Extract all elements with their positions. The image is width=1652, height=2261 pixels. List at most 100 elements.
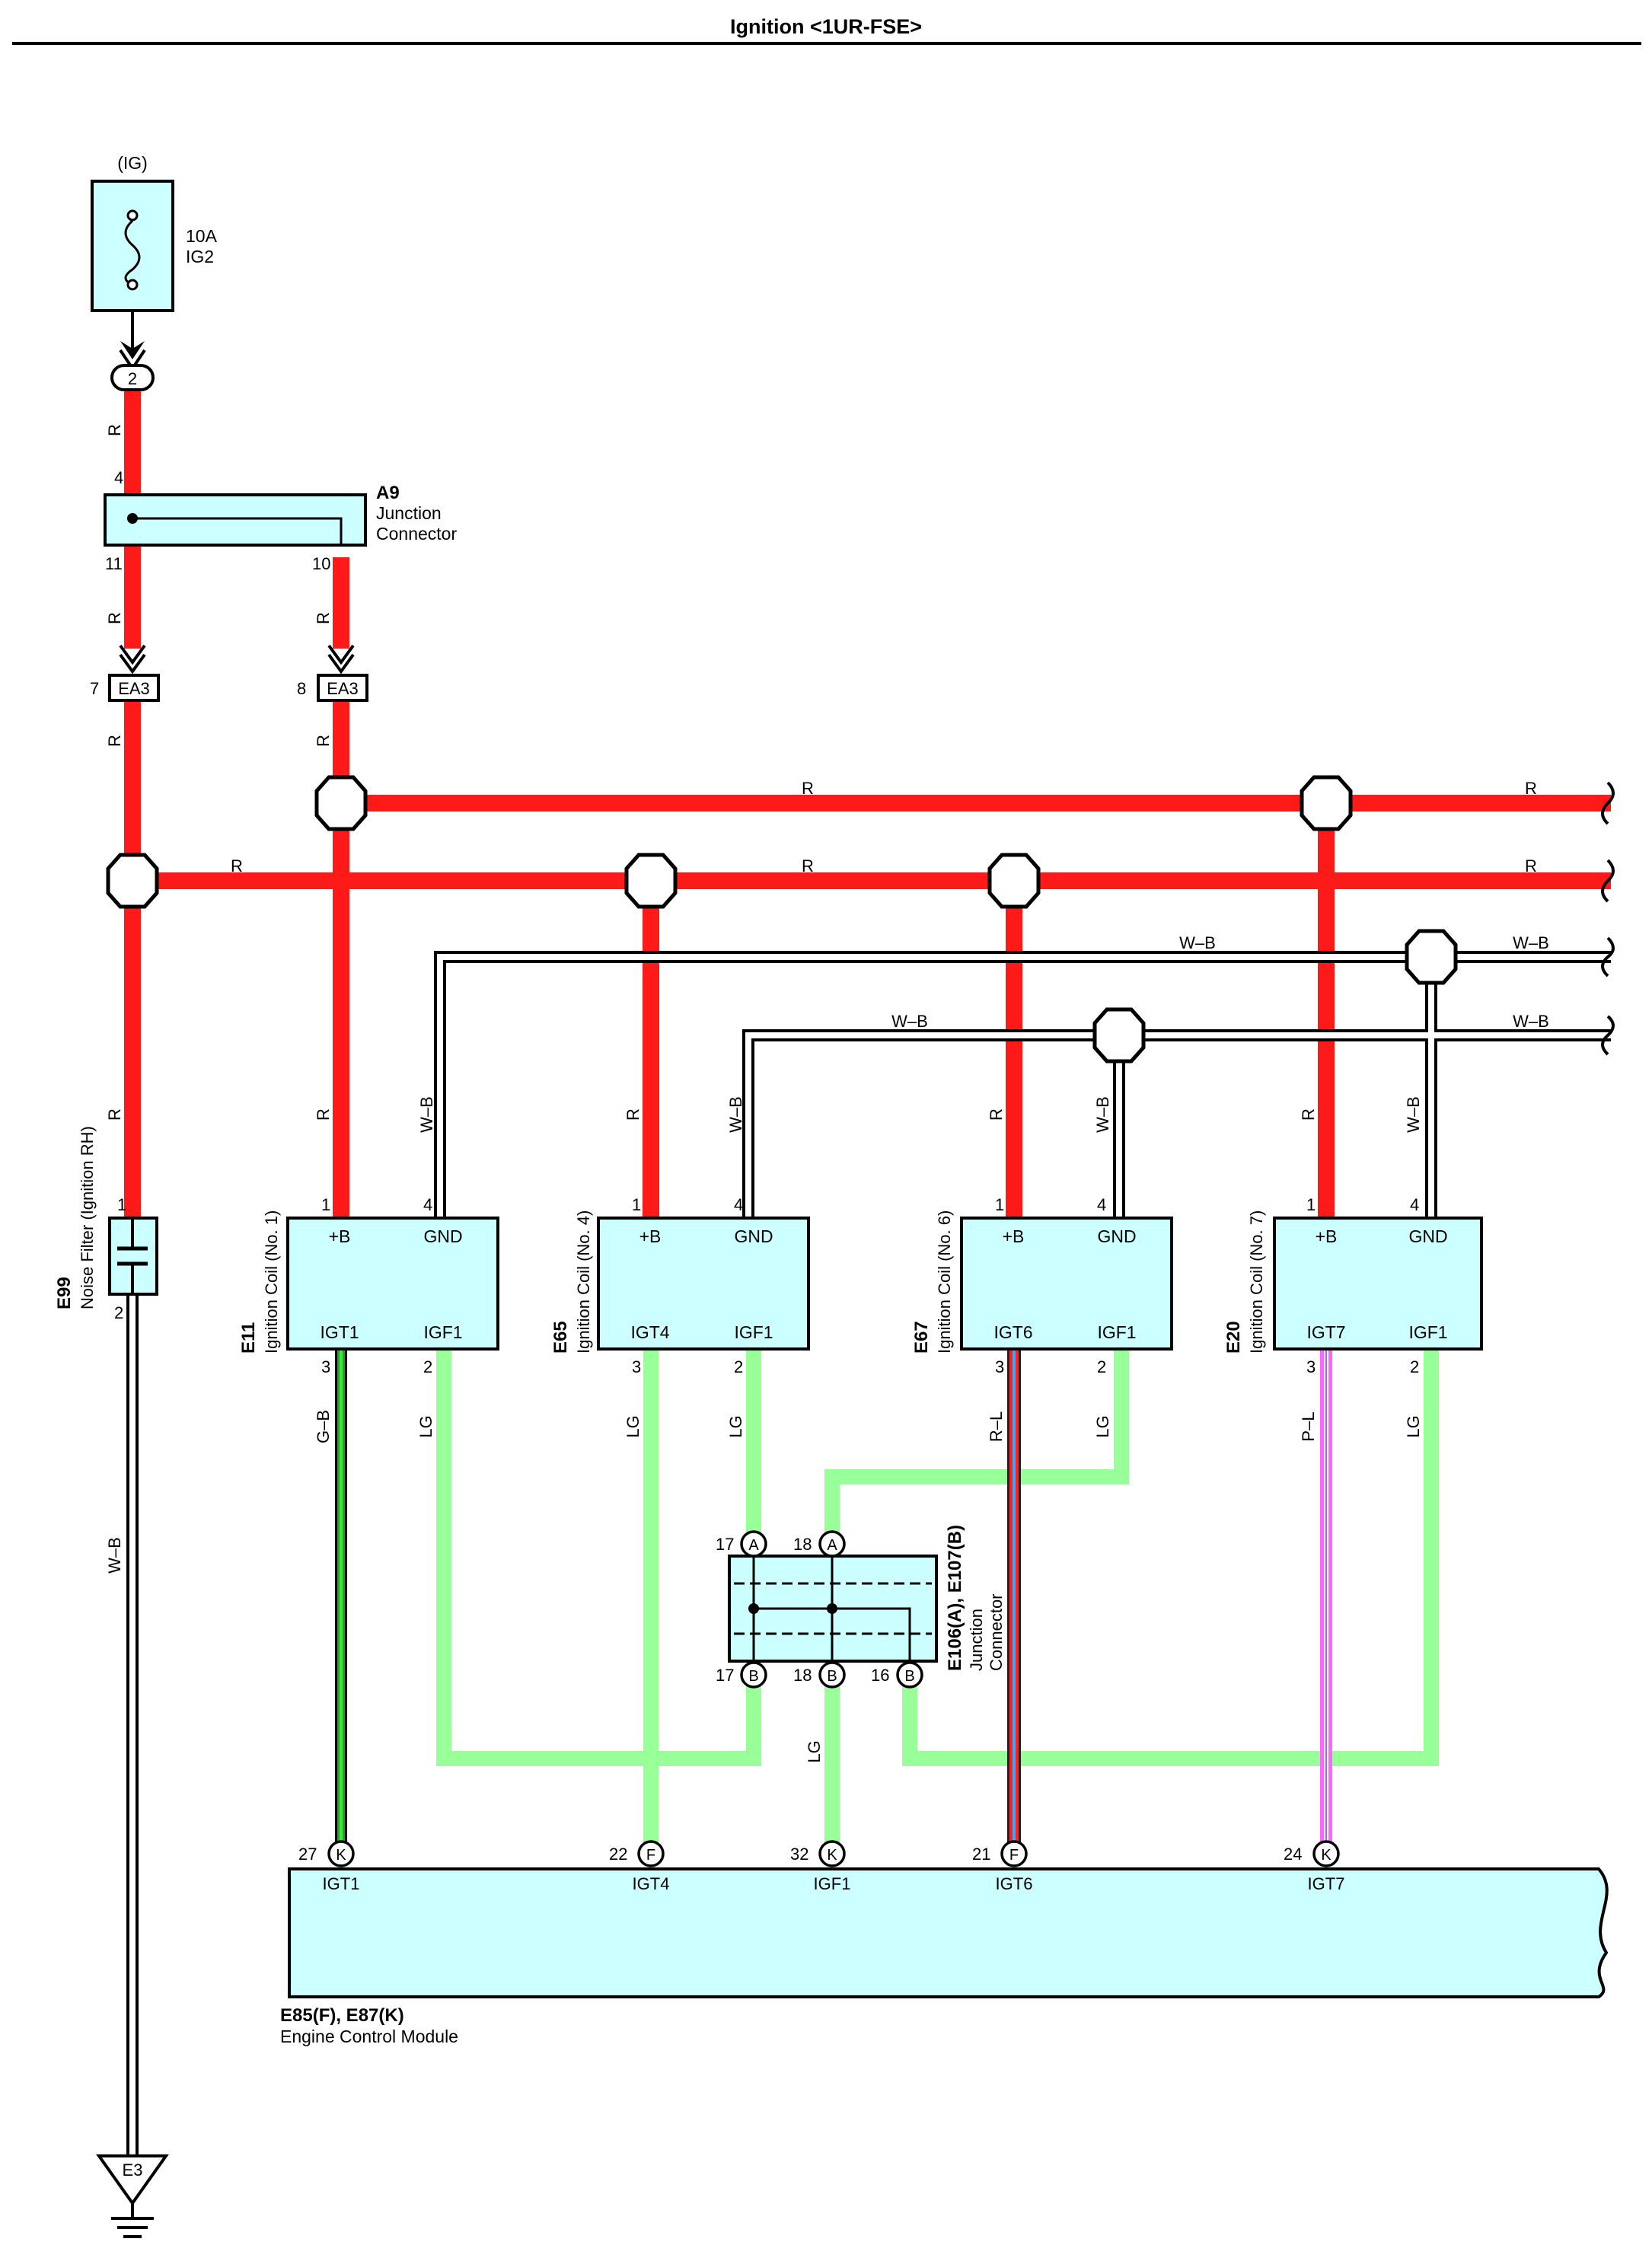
svg-text:1: 1 — [1306, 1195, 1316, 1214]
fuse-source-label: (IG) — [117, 153, 148, 173]
ea3-pin-left: 7 — [90, 679, 99, 698]
svg-text:K: K — [1321, 1847, 1331, 1864]
a9-pin-top: 4 — [114, 468, 123, 487]
wire-break-marks — [1601, 781, 1615, 1056]
svg-text:IGT6: IGT6 — [993, 1322, 1032, 1342]
svg-text:R: R — [623, 1108, 643, 1121]
ea3-label-left: EA3 — [118, 679, 150, 698]
svg-text:R: R — [987, 1108, 1006, 1121]
svg-text:R: R — [231, 856, 243, 875]
fuse-rating: 10A — [186, 226, 218, 246]
a9-pin-left: 11 — [105, 554, 123, 573]
ea3-connectors: EA3 EA3 7 8 — [90, 644, 368, 702]
striped-signal-wires — [335, 1349, 1332, 1854]
svg-text:E11: E11 — [238, 1322, 259, 1354]
svg-text:W–B: W–B — [1179, 933, 1216, 952]
svg-text:IGT7: IGT7 — [1306, 1322, 1345, 1342]
svg-text:IGF1: IGF1 — [1408, 1322, 1447, 1342]
svg-text:LG: LG — [1404, 1415, 1423, 1437]
svg-text:+B: +B — [639, 1226, 662, 1246]
page-title: Ignition <1UR-FSE> — [730, 15, 922, 38]
svg-text:+B: +B — [1316, 1226, 1338, 1246]
svg-text:Ignition Coil (No. 7): Ignition Coil (No. 7) — [1247, 1210, 1266, 1354]
svg-text:2: 2 — [1410, 1357, 1419, 1376]
ea3-label-right: EA3 — [327, 679, 359, 698]
svg-text:17: 17 — [716, 1666, 734, 1685]
splice-ground-1 — [1405, 929, 1458, 985]
svg-text:3: 3 — [995, 1357, 1004, 1376]
splice-red-5 — [987, 853, 1041, 909]
svg-text:4: 4 — [734, 1195, 743, 1214]
svg-text:F: F — [1009, 1847, 1019, 1864]
engine-control-module: E85(F), E87(K) Engine Control Module K 2… — [280, 1840, 1609, 2046]
svg-text:W–B: W–B — [891, 1012, 928, 1031]
svg-text:K: K — [827, 1847, 837, 1864]
svg-text:LG: LG — [1093, 1415, 1112, 1437]
svg-text:IGT4: IGT4 — [630, 1322, 669, 1342]
svg-text:IGT4: IGT4 — [633, 1874, 670, 1893]
svg-text:LG: LG — [805, 1740, 824, 1762]
svg-text:W–B: W–B — [726, 1096, 745, 1133]
svg-text:B: B — [748, 1668, 758, 1685]
svg-text:27: 27 — [298, 1845, 317, 1864]
a9-pin-right: 10 — [312, 554, 330, 573]
svg-text:W–B: W–B — [1513, 933, 1549, 952]
svg-text:Ignition Coil (No. 6): Ignition Coil (No. 6) — [935, 1210, 954, 1354]
svg-text:E67: E67 — [911, 1321, 932, 1354]
svg-text:2: 2 — [1097, 1357, 1106, 1376]
svg-text:+B: +B — [329, 1226, 351, 1246]
svg-text:2: 2 — [423, 1357, 432, 1376]
svg-text:3: 3 — [1306, 1357, 1316, 1376]
svg-text:GND: GND — [1408, 1226, 1447, 1246]
svg-text:W–B: W–B — [1404, 1096, 1423, 1133]
svg-text:R: R — [1525, 856, 1537, 875]
svg-text:Ignition Coil (No. 1): Ignition Coil (No. 1) — [262, 1210, 281, 1354]
svg-text:IGT1: IGT1 — [323, 1874, 360, 1893]
svg-text:2: 2 — [114, 1303, 123, 1322]
splice-red-3 — [106, 853, 159, 909]
a9-label-line1: Junction — [376, 503, 442, 523]
a9-code: A9 — [376, 483, 400, 503]
svg-text:R–L: R–L — [987, 1411, 1006, 1442]
svg-text:R: R — [802, 779, 814, 798]
splice-points — [106, 775, 1458, 1064]
svg-text:E106(A), E107(B): E106(A), E107(B) — [945, 1525, 965, 1671]
svg-text:3: 3 — [632, 1357, 641, 1376]
svg-text:IGT1: IGT1 — [320, 1322, 359, 1342]
noise-filter-e99: 1 2 E99 Noise Filter (Ignition RH) — [54, 1126, 158, 1322]
svg-text:LG: LG — [416, 1415, 435, 1437]
svg-text:IGT7: IGT7 — [1308, 1874, 1345, 1893]
svg-text:1: 1 — [321, 1195, 330, 1214]
svg-text:GND: GND — [423, 1226, 462, 1246]
svg-text:B: B — [904, 1668, 914, 1685]
svg-text:R: R — [802, 856, 814, 875]
svg-text:IGF1: IGF1 — [423, 1322, 462, 1342]
svg-text:LG: LG — [726, 1415, 745, 1437]
svg-text:IGF1: IGF1 — [814, 1874, 851, 1893]
svg-text:A: A — [748, 1537, 759, 1554]
a9-junction-connector: A9 Junction Connector 4 11 10 — [104, 468, 457, 573]
svg-text:3: 3 — [321, 1357, 330, 1376]
junction-connector-e106-e107: A 17 A 18 B 17 B 18 B 16 E106(A), E107(B… — [716, 1525, 1006, 1689]
svg-text:R: R — [314, 735, 333, 747]
svg-text:IGT6: IGT6 — [996, 1874, 1033, 1893]
svg-text:K: K — [336, 1847, 346, 1864]
svg-text:1: 1 — [117, 1195, 126, 1214]
svg-text:LG: LG — [623, 1415, 643, 1437]
power-wires — [124, 390, 1611, 1218]
svg-text:1: 1 — [995, 1195, 1004, 1214]
svg-text:R: R — [1299, 1108, 1318, 1121]
svg-text:IGF1: IGF1 — [1097, 1322, 1136, 1342]
svg-text:R: R — [105, 735, 124, 747]
ignition-coil-6: +B GND IGT6 IGF1 1 4 3 2 E67 Ignition Co… — [911, 1195, 1173, 1376]
ground-wires — [126, 951, 1611, 2176]
ecm-code: E85(F), E87(K) — [280, 2005, 404, 2026]
svg-text:GND: GND — [734, 1226, 773, 1246]
svg-text:E65: E65 — [550, 1321, 571, 1354]
svg-text:16: 16 — [871, 1666, 889, 1685]
svg-text:4: 4 — [1410, 1195, 1419, 1214]
noise-filter-name: Noise Filter (Ignition RH) — [78, 1126, 97, 1309]
svg-text:18: 18 — [793, 1666, 812, 1685]
svg-text:R: R — [105, 1108, 124, 1121]
splice-red-2 — [1300, 775, 1353, 831]
